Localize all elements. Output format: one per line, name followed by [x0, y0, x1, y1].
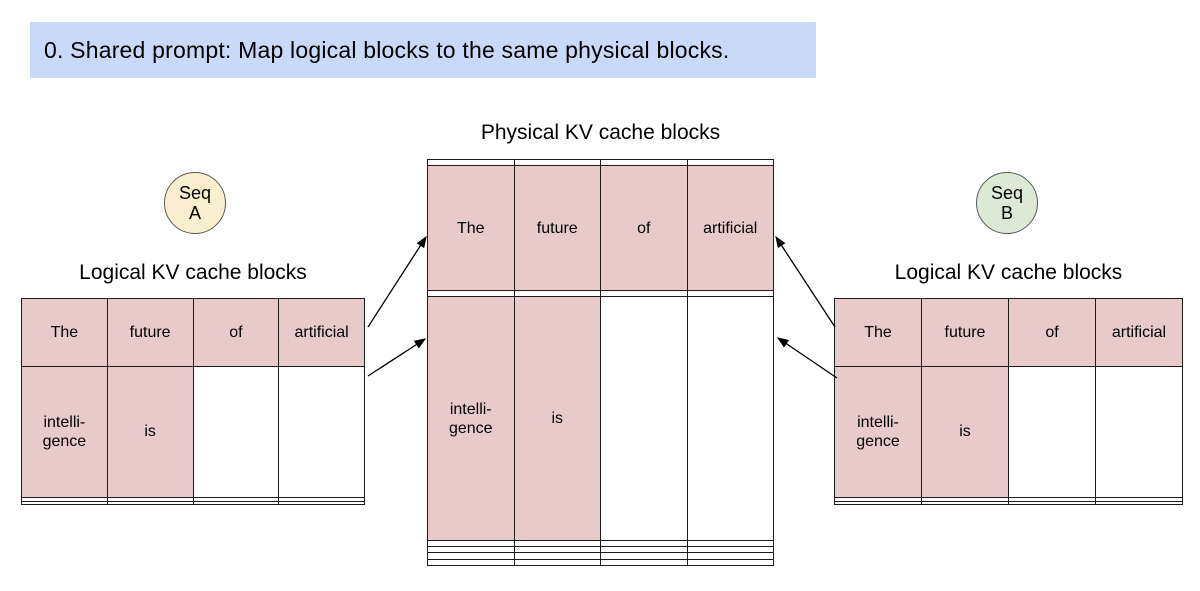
kv-cell-empty: [1095, 365, 1183, 499]
kv-cell-empty: [427, 558, 515, 567]
step-banner: 0. Shared prompt: Map logical blocks to …: [30, 22, 816, 78]
kv-block-row: [834, 500, 1183, 506]
kv-cell-filled: future: [513, 165, 601, 292]
kv-cell-empty: [600, 558, 688, 567]
seq-a-badge: Seq A: [164, 172, 226, 234]
kv-cell-empty: [278, 365, 365, 499]
kv-cell-empty: [513, 558, 601, 567]
seq-b-label-line1: Seq: [990, 183, 1024, 203]
seq-a-block0-mapping-arrow: [367, 235, 427, 328]
kv-cell-empty: [600, 296, 688, 541]
seq-b-label-line2: B: [1000, 203, 1013, 223]
kv-cell-filled: of: [1008, 298, 1096, 367]
kv-cell-filled: intelli- gence: [834, 365, 922, 499]
kv-cell-empty: [686, 296, 774, 541]
kv-cell-empty: [686, 158, 774, 167]
kv-cell-empty: [1008, 365, 1096, 499]
kv-cell-empty: [106, 500, 194, 506]
kv-cell-empty: [1095, 500, 1183, 506]
kv-cell-empty: [278, 500, 365, 506]
kv-cell-filled: artificial: [278, 298, 365, 367]
kv-cell-empty: [192, 500, 280, 506]
kv-cell-filled: future: [921, 298, 1009, 367]
kv-cell-empty: [1008, 500, 1096, 506]
seq-a-label-line2: A: [188, 203, 201, 223]
kv-cell-filled: future: [106, 298, 194, 367]
kv-cell-empty: [21, 500, 108, 506]
seq-a-block1-mapping-arrow: [367, 338, 427, 377]
kv-cell-filled: artificial: [1095, 298, 1183, 367]
kv-block-row: [21, 500, 365, 506]
kv-block-row: [427, 558, 774, 567]
kv-cell-filled: The: [21, 298, 108, 367]
kv-cell-empty: [192, 365, 280, 499]
kv-cell-filled: is: [513, 296, 601, 541]
seq-b-block1-mapping-arrow: [776, 337, 838, 379]
seq-b-badge: Seq B: [976, 172, 1038, 234]
kv-block-row: [427, 158, 774, 167]
kv-cell-filled: of: [192, 298, 280, 367]
kv-cell-filled: is: [921, 365, 1009, 499]
physical-kv-title: Physical KV cache blocks: [480, 121, 721, 144]
kv-cell-empty: [834, 500, 922, 506]
seq-a-label-line1: Seq: [178, 183, 212, 203]
kv-cell-filled: is: [106, 365, 194, 499]
kv-cell-empty: [686, 558, 774, 567]
kv-cell-filled: intelli- gence: [21, 365, 108, 499]
kv-cell-filled: The: [427, 165, 515, 292]
kv-cell-filled: artificial: [686, 165, 774, 292]
step-banner-text: 0. Shared prompt: Map logical blocks to …: [44, 36, 730, 63]
kv-block-row: [427, 290, 774, 298]
kv-cell-filled: of: [600, 165, 688, 292]
kv-cell-filled: The: [834, 298, 922, 367]
kv-cell-empty: [921, 500, 1009, 506]
kv-cell-empty: [686, 290, 774, 298]
kv-cell-filled: intelli- gence: [427, 296, 515, 541]
seq-b-block0-mapping-arrow: [775, 235, 836, 328]
logical-b-title: Logical KV cache blocks: [894, 261, 1123, 284]
logical-a-title: Logical KV cache blocks: [79, 261, 307, 284]
